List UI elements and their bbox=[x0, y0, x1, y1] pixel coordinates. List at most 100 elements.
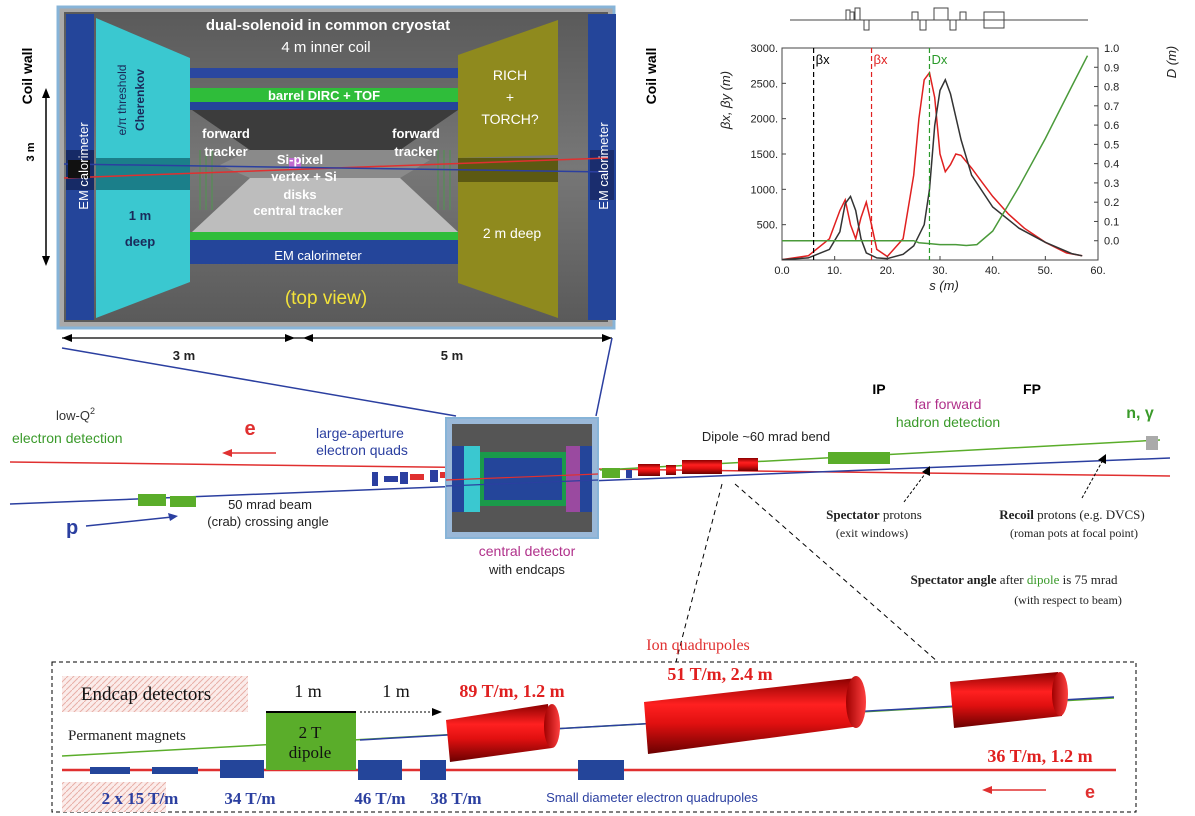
coil-wall-right: Coil wall bbox=[643, 48, 659, 105]
recoil-label: Recoil protons (e.g. DVCS) bbox=[999, 507, 1145, 522]
zoom-line-left bbox=[61, 347, 457, 417]
left-em-label: EM calorimeter bbox=[76, 122, 91, 210]
ion-quadrupoles-label: Ion quadrupoles bbox=[646, 637, 750, 654]
dipole-bend-label: Dipole ~60 mrad bend bbox=[702, 429, 830, 444]
marker-label-1: βx bbox=[874, 52, 888, 67]
spectator-angle-label: Spectator angle after dipole is 75 mrad bbox=[910, 572, 1118, 587]
forward-tracker-left-b: tracker bbox=[204, 144, 247, 159]
y-right-tick-label-4: 0.4 bbox=[1104, 159, 1119, 171]
tracker-upper bbox=[192, 110, 458, 150]
far-forward-label-1: far forward bbox=[915, 396, 982, 412]
y-right-tick-label-9: 0.9 bbox=[1104, 62, 1119, 74]
n-gamma-label: n, γ bbox=[1126, 405, 1154, 422]
forward-tracker-disks bbox=[199, 150, 451, 210]
barrel-dirc-top bbox=[190, 68, 458, 78]
low-q2-magnet-1 bbox=[138, 494, 166, 506]
cherenkov-upper bbox=[96, 18, 190, 158]
coil-wall-left: Coil wall bbox=[19, 48, 35, 105]
ion-quad-small-2 bbox=[682, 460, 722, 474]
far-forward-label-2: hadron detection bbox=[896, 414, 1000, 430]
forward-tracker-right-a: forward bbox=[392, 126, 440, 141]
y-left-tick-label-0: 500. bbox=[757, 220, 778, 232]
dipole-field-label: 2 T bbox=[299, 723, 322, 742]
y-left-tick-label-4: 2500. bbox=[750, 78, 778, 90]
zoom-ion-quad-2 bbox=[644, 676, 866, 754]
em-quad-label-1: 2 x 15 T/m bbox=[102, 789, 179, 808]
dim-3m-label: 3 m bbox=[173, 348, 195, 363]
ion-dipole bbox=[828, 452, 890, 464]
x-tick-label-5: 50. bbox=[1038, 265, 1053, 277]
zoom-electron-quads bbox=[90, 760, 624, 780]
recoil-sub-label: (roman pots at focal point) bbox=[1010, 526, 1138, 540]
one-m-label-b: 1 m bbox=[382, 681, 410, 701]
rich-upper bbox=[458, 20, 558, 158]
x-tick-label-3: 30. bbox=[932, 265, 947, 277]
y-left-tick-label-3: 2000. bbox=[750, 114, 778, 126]
y-right-tick-label-1: 0.1 bbox=[1104, 216, 1119, 228]
x-tick-label-4: 40. bbox=[985, 265, 1000, 277]
dim-5m-label: 5 m bbox=[441, 348, 463, 363]
ion-quad-2-label: 51 T/m, 2.4 m bbox=[667, 664, 772, 684]
tracker-lower bbox=[192, 178, 458, 232]
proton-beam-label: p bbox=[66, 517, 78, 539]
chart-y-label-right: D (m) bbox=[1164, 46, 1179, 79]
y-right-tick-label-7: 0.7 bbox=[1104, 101, 1119, 113]
x-tick-label-6: 60. bbox=[1090, 265, 1105, 277]
endcap-hatch-lower bbox=[62, 782, 166, 812]
zoom-line-right bbox=[595, 337, 613, 417]
vertex-label: vertex + Si bbox=[271, 169, 336, 184]
zoom-ion-quad-1 bbox=[446, 704, 560, 762]
rich-lower bbox=[458, 182, 558, 318]
em-quad-label-3: 46 T/m bbox=[354, 789, 405, 808]
central-tracker-label: central tracker bbox=[253, 203, 343, 218]
fp-label: FP bbox=[1023, 381, 1041, 397]
deep-2m-label: 2 m deep bbox=[483, 225, 542, 241]
spectator-label: Spectator protons bbox=[826, 507, 922, 522]
y-right-tick-label-5: 0.5 bbox=[1104, 139, 1119, 151]
right-em-label: EM calorimeter bbox=[596, 122, 611, 210]
small-electron-quads-label: Small diameter electron quadrupoles bbox=[546, 790, 758, 805]
deep-1m-label-b: deep bbox=[125, 234, 155, 249]
y-right-tick-label-2: 0.2 bbox=[1104, 197, 1119, 209]
em-quad-label-4: 38 T/m bbox=[430, 789, 481, 808]
y-right-tick-label-0: 0.0 bbox=[1104, 236, 1119, 248]
permanent-magnets-label: Permanent magnets bbox=[68, 728, 186, 744]
quads-label-2: electron quads bbox=[316, 442, 408, 458]
rich-label-2: + bbox=[506, 89, 514, 105]
spectator-sub-label: (exit windows) bbox=[836, 526, 908, 540]
chart-y-label-left: βx, βy (m) bbox=[718, 71, 733, 130]
forward-tracker-right-b: tracker bbox=[394, 144, 437, 159]
zoom-electron-label: e bbox=[1085, 782, 1095, 802]
y-right-tick-label-6: 0.6 bbox=[1104, 120, 1119, 132]
endcap-detectors-label: Endcap detectors bbox=[81, 684, 211, 705]
electron-quads bbox=[372, 470, 438, 486]
ip-label: IP bbox=[872, 381, 885, 397]
ion-quad-3-label: 36 T/m, 1.2 m bbox=[987, 746, 1092, 766]
chart-x-label: s (m) bbox=[929, 278, 959, 293]
electron-beam-label: e bbox=[244, 418, 255, 440]
y-left-tick-label-5: 3000. bbox=[750, 43, 778, 55]
lowq2-label: low-Q2 bbox=[56, 406, 95, 423]
x-tick-label-1: 10. bbox=[827, 265, 842, 277]
ion-quad-small-1 bbox=[638, 464, 660, 476]
zoom-dash-left bbox=[675, 483, 723, 663]
rich-label-1: RICH bbox=[493, 67, 527, 83]
y-left-tick-label-1: 1000. bbox=[750, 184, 778, 196]
spectator-angle-sub-label: (with respect to beam) bbox=[1014, 593, 1122, 607]
far-forward-detector bbox=[1146, 436, 1158, 450]
x-tick-label-2: 20. bbox=[880, 265, 895, 277]
central-detector-label-1: central detector bbox=[479, 543, 576, 559]
detector-title: dual-solenoid in common cryostat bbox=[206, 17, 450, 34]
disks-label: disks bbox=[283, 187, 316, 202]
ion-quad-small-3 bbox=[738, 458, 758, 471]
top-view-label: (top view) bbox=[285, 288, 367, 309]
crossing-label-2: (crab) crossing angle bbox=[207, 514, 328, 529]
ion-quad-1-label: 89 T/m, 1.2 m bbox=[459, 681, 564, 701]
deep-1m-label-a: 1 m bbox=[129, 208, 151, 223]
series-line-1 bbox=[781, 77, 1083, 261]
barrel-tof bbox=[190, 88, 458, 102]
central-detector-label-2: with endcaps bbox=[488, 562, 565, 577]
y-left-tick-label-2: 1500. bbox=[750, 149, 778, 161]
height-3m-label: 3 m bbox=[25, 142, 37, 161]
